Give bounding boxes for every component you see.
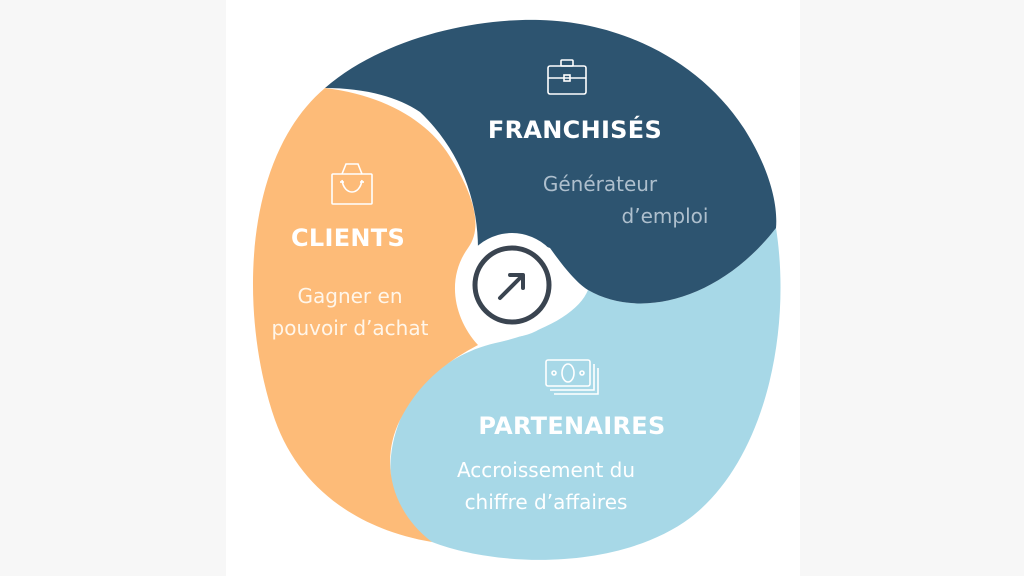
arrow-up-right-icon xyxy=(498,273,525,300)
shopping-bag-icon xyxy=(331,163,373,205)
clients-desc-line1: Gagner en xyxy=(297,284,403,308)
partenaires-title: PARTENAIRES xyxy=(478,412,666,440)
partenaires-desc-line1: Accroissement du xyxy=(456,458,636,482)
banknotes-icon xyxy=(545,359,599,395)
briefcase-icon xyxy=(547,59,587,95)
segment-franchises xyxy=(325,19,777,304)
center-ring xyxy=(472,245,552,325)
clients-desc-line2: pouvoir d’achat xyxy=(271,316,429,340)
franchises-desc-line2: d’emploi xyxy=(621,204,709,228)
partenaires-desc-line2: chiffre d’affaires xyxy=(464,490,628,514)
franchises-title: FRANCHISÉS xyxy=(487,116,663,144)
clients-title: CLIENTS xyxy=(290,224,406,252)
franchises-desc-line1: Générateur xyxy=(542,172,658,196)
segment-clients xyxy=(252,88,478,542)
